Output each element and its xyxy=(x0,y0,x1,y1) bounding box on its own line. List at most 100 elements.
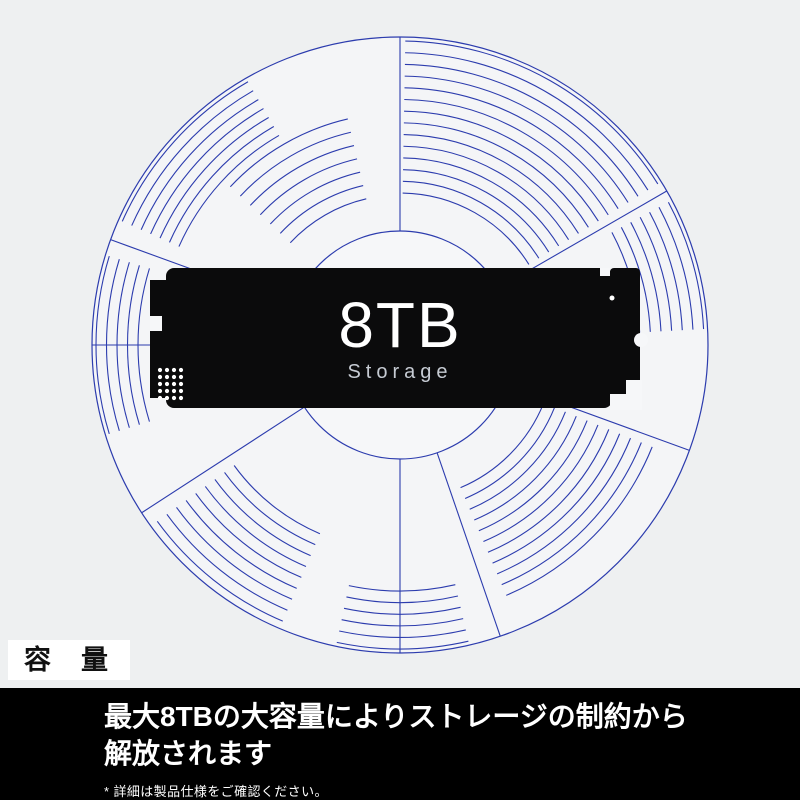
ring-arc xyxy=(249,145,355,206)
ring-arc xyxy=(289,198,367,244)
caption-line-2: 解放されます xyxy=(104,738,273,769)
ring-arc xyxy=(339,629,466,638)
ring-arc xyxy=(404,110,599,222)
ring-arc xyxy=(402,180,540,259)
capacity-badge-label: 容量 xyxy=(24,645,130,675)
ring-arc xyxy=(506,446,653,596)
ring-arc xyxy=(204,486,307,568)
ring-arc xyxy=(460,402,545,489)
ssd-pin xyxy=(178,374,184,380)
caption-bar: 最大8TBの大容量によりストレージの制約から 解放されます * 詳細は製品仕様を… xyxy=(0,688,800,800)
ring-arc xyxy=(279,184,364,234)
ssd-pin xyxy=(157,367,163,373)
ring-arc xyxy=(269,171,361,225)
ring-arc xyxy=(156,521,283,622)
ring-arc xyxy=(178,134,280,247)
ring-arc xyxy=(229,118,348,188)
ring-arc xyxy=(185,500,297,589)
ring-arc xyxy=(404,63,639,197)
ring-arc xyxy=(403,157,560,247)
ssd-pin-grid xyxy=(157,367,184,401)
ssd-pin xyxy=(171,374,177,380)
ring-arc xyxy=(341,618,464,627)
ring-arc xyxy=(658,207,694,330)
ssd-pin xyxy=(157,388,163,394)
ring-arc xyxy=(403,169,550,253)
capacity-ring-graphic: 8TB Storage xyxy=(91,36,709,654)
ring-arc xyxy=(121,81,249,222)
ssd-pin xyxy=(178,367,184,373)
caption-footnote: * 詳細は製品仕様をご確認ください。 xyxy=(104,784,328,799)
ssd-right-step-notch-2 xyxy=(610,394,628,410)
ring-arc xyxy=(195,493,302,578)
ring-arc xyxy=(176,507,293,600)
ring-arc xyxy=(639,217,673,331)
ssd-body xyxy=(166,268,612,408)
ring-arc xyxy=(402,192,530,265)
ring-arc xyxy=(403,145,570,240)
ring-arc xyxy=(487,429,610,553)
ring-arc xyxy=(501,442,642,586)
ssd-pin xyxy=(157,374,163,380)
ring-arc xyxy=(233,465,321,535)
ssd-pin xyxy=(157,395,163,401)
ring-radial-line xyxy=(141,406,305,514)
ring-arc xyxy=(140,99,259,230)
ring-arc xyxy=(346,595,459,604)
ssd-pin xyxy=(164,374,170,380)
capacity-badge: 容量 xyxy=(8,640,130,680)
ssd-pin xyxy=(164,381,170,387)
ssd-pin xyxy=(164,395,170,401)
ring-arc xyxy=(496,437,632,575)
ring-arc xyxy=(667,202,705,330)
ring-arc xyxy=(469,411,566,510)
ring-arc xyxy=(464,407,556,499)
ring-arc xyxy=(403,122,589,228)
ring-arc xyxy=(478,420,588,532)
ssd-right-step-notch xyxy=(626,380,642,410)
ssd-pin xyxy=(171,388,177,394)
capacity-value-label: 8TB xyxy=(338,289,461,361)
ssd-illustration: 8TB Storage xyxy=(150,268,648,410)
ssd-connector-key-notch xyxy=(150,316,162,331)
ssd-pin xyxy=(178,388,184,394)
ssd-pin xyxy=(171,395,177,401)
ssd-pin xyxy=(157,381,163,387)
ring-arc xyxy=(166,514,288,611)
ring-arc xyxy=(405,52,649,191)
ring-arc xyxy=(214,479,311,557)
ring-arc xyxy=(620,227,651,332)
ring-arc xyxy=(168,125,275,243)
ring-arc xyxy=(405,40,659,185)
ssd-pin xyxy=(178,395,184,401)
ring-arc xyxy=(403,134,579,234)
ring-arc xyxy=(404,98,609,216)
ring-radial-line xyxy=(436,452,501,637)
ring-arc xyxy=(224,472,316,546)
ring-arc xyxy=(483,424,599,543)
ring-arc xyxy=(159,117,269,239)
ssd-pin xyxy=(171,367,177,373)
ring-arc xyxy=(336,640,469,650)
ring-arc xyxy=(404,87,619,209)
ssd-mount-hole xyxy=(609,295,615,301)
ssd-top-notch xyxy=(600,268,610,276)
ring-arc xyxy=(630,222,662,332)
ssd-pin xyxy=(164,367,170,373)
caption-line-1: 最大8TBの大容量によりストレージの制約から xyxy=(104,701,688,732)
ssd-body-right-end xyxy=(610,268,640,408)
ring-arc xyxy=(649,212,683,331)
ring-arc xyxy=(131,90,254,226)
ssd-pin xyxy=(171,381,177,387)
ring-arc xyxy=(259,158,358,216)
ring-arc xyxy=(404,75,629,203)
ring-arc xyxy=(150,108,264,235)
ring-arc xyxy=(474,416,577,521)
ssd-screw-notch xyxy=(634,333,648,347)
ssd-pin xyxy=(178,381,184,387)
ring-arc-pattern xyxy=(95,40,705,650)
ring-arc xyxy=(239,131,352,197)
ring-arc xyxy=(492,433,621,564)
storage-label: Storage xyxy=(347,361,452,383)
